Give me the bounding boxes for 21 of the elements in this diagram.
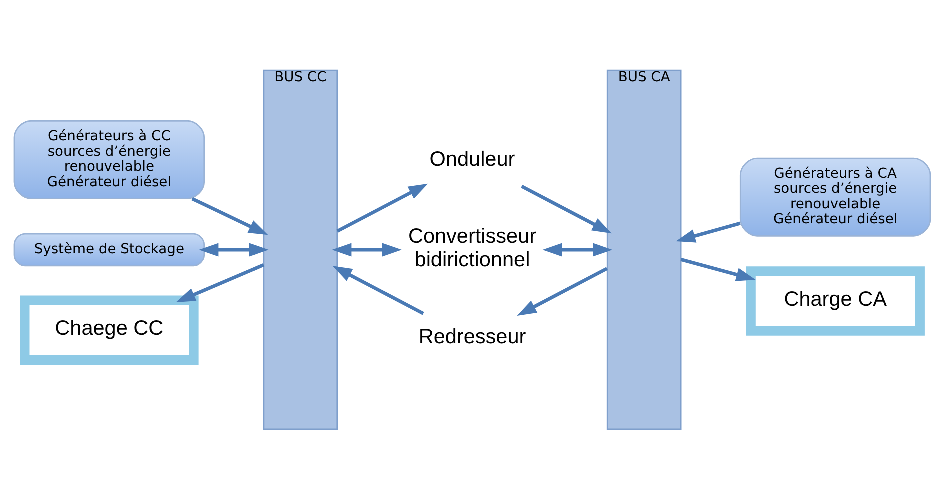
arrow <box>680 257 756 281</box>
arrow <box>176 262 265 302</box>
node-box: BUS CC <box>263 69 338 430</box>
arrow <box>336 183 428 232</box>
arrow <box>517 266 608 316</box>
arrow <box>542 242 613 256</box>
node-box: Générateurs à CA sources d’énergie renouvelable Générateur diésel <box>740 157 932 236</box>
node-box: Chaege CC <box>20 295 199 365</box>
arrow <box>676 221 741 242</box>
arrow <box>192 196 268 235</box>
node-box: BUS CA <box>606 69 682 430</box>
node-text: Onduleur <box>430 148 516 171</box>
node-text: Redresseur <box>418 325 526 348</box>
arrow <box>521 184 612 234</box>
arrow <box>332 242 402 256</box>
node-text: Convertisseur bidirictionnel <box>408 224 537 272</box>
node-box: Générateurs à CC sources d’énergie renouvelable Générateur diésel <box>14 120 206 199</box>
arrow <box>199 242 269 256</box>
node-box: Système de Stockage <box>14 232 206 266</box>
arrow <box>332 266 424 315</box>
node-box: Charge CA <box>746 266 925 336</box>
